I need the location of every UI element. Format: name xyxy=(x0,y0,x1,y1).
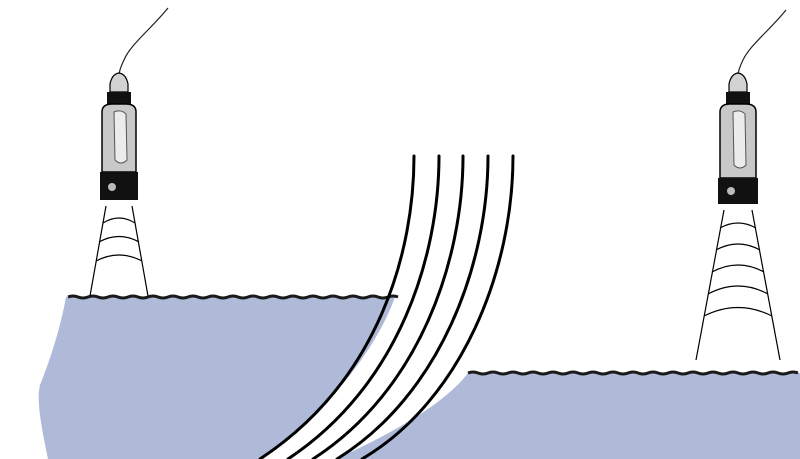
left-beam-arc-3 xyxy=(95,254,143,262)
left-beam-arc-1 xyxy=(102,217,136,224)
left-sensor-beam xyxy=(89,205,149,297)
right-sensor-lens xyxy=(727,187,735,195)
flow-line-4 xyxy=(335,154,490,459)
lower-water-surface xyxy=(467,370,799,376)
left-sensor-collar xyxy=(107,92,131,104)
left-sensor-lens xyxy=(108,183,116,191)
lower-water-body xyxy=(336,373,800,459)
right-beam-arc-2 xyxy=(715,243,761,251)
right-beam-arc-5 xyxy=(703,307,773,317)
right-beam-arc-4 xyxy=(707,285,769,295)
upper-water-surface xyxy=(67,294,399,300)
flow-line-2 xyxy=(286,154,441,459)
right-ultrasonic-level-sensor xyxy=(718,9,787,204)
flow-line-3 xyxy=(311,154,465,459)
right-beam-arc-1 xyxy=(719,222,757,229)
right-sensor-collar xyxy=(726,92,750,104)
left-sensor-transducer xyxy=(100,172,138,200)
flow-line-1 xyxy=(258,154,416,459)
left-beam-arc-2 xyxy=(98,235,140,243)
left-sensor-highlight xyxy=(113,110,128,164)
flow-line-5 xyxy=(360,154,515,459)
left-sensor-cable xyxy=(118,7,169,77)
overflow-flow-lines xyxy=(258,154,515,459)
right-sensor-beam xyxy=(695,209,781,361)
left-ultrasonic-level-sensor xyxy=(100,7,169,200)
right-sensor-cable xyxy=(737,9,787,77)
right-sensor-highlight xyxy=(732,110,747,169)
right-beam-arc-3 xyxy=(711,264,765,273)
right-sensor-transducer xyxy=(718,178,758,204)
upper-water-body xyxy=(38,297,396,459)
right-sensor-cap xyxy=(728,72,748,93)
left-sensor-cap xyxy=(109,72,129,93)
